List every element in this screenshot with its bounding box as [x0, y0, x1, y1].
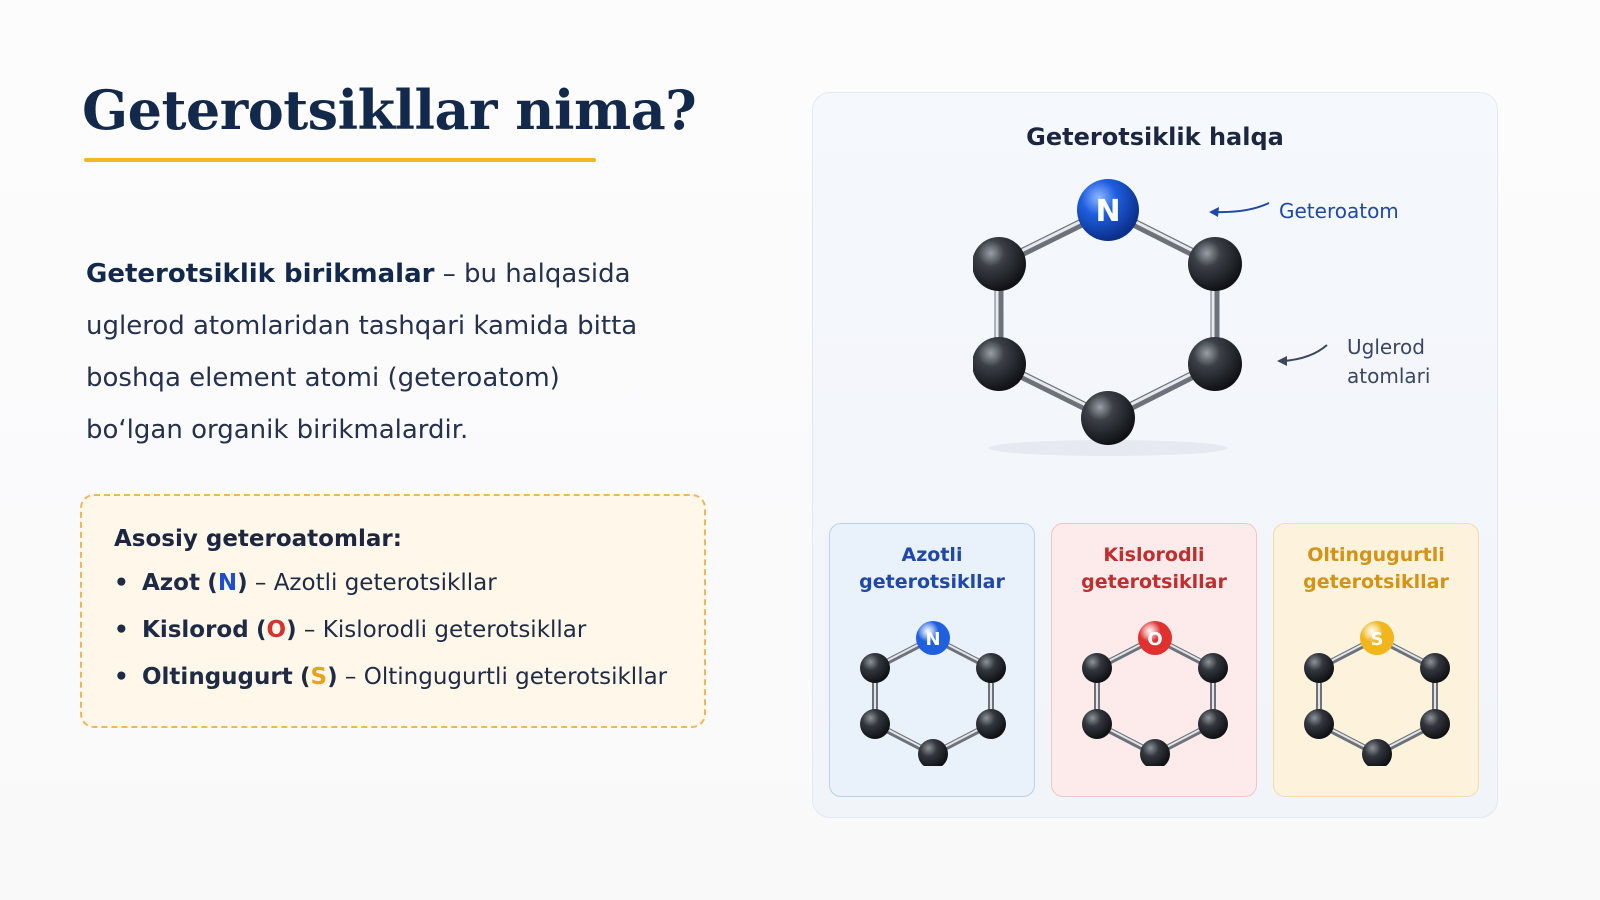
carbon-atom [1140, 739, 1170, 766]
intro-line-3: boshqa element atomi (geteroatom) [86, 363, 560, 393]
carbon-atom [1188, 237, 1242, 291]
carbon-arrow-icon [1277, 344, 1328, 366]
heterocycle-ring-diagram: N [973, 179, 1270, 456]
carbon-atom [976, 653, 1006, 683]
carbon-atom [1082, 653, 1112, 683]
atom-symbol-o: O [266, 617, 287, 643]
carbon-atom [1081, 391, 1135, 445]
atom-symbol-n: N [217, 570, 238, 596]
oxygen-ring-icon: O [1082, 621, 1228, 766]
heteroatom-label: N [925, 629, 940, 650]
carbon-atom [1420, 653, 1450, 683]
carbon-atom [976, 709, 1006, 739]
bullet-icon: • [114, 664, 129, 690]
heteroatoms-title: Asosiy geteroatomlar: [114, 526, 402, 552]
heteroatom [916, 621, 950, 655]
carbon-atom [1304, 709, 1334, 739]
title-underline [84, 158, 596, 162]
heteroatom-label: O [1147, 629, 1162, 650]
carbon-atom [918, 739, 948, 766]
atom-desc: Kislorodli geterotsikllar [322, 617, 587, 643]
atom-desc: Azotli geterotsikllar [273, 570, 497, 596]
atom-symbol-s: S [310, 664, 328, 690]
carbon-atom [860, 653, 890, 683]
list-item-nitrogen: • Azot (N) – Azotli geterotsikllar [114, 570, 497, 596]
page-title: Geterotsikllar nima? [82, 78, 697, 142]
atom-desc: Oltingugurtli geterotsikllar [363, 664, 668, 690]
bullet-icon: • [114, 570, 129, 596]
intro-line-4: bo‘lgan organik birikmalardir. [86, 415, 469, 445]
carbon-atom [1082, 709, 1112, 739]
carbon-atom [973, 237, 1026, 291]
atom-name: Azot [142, 570, 200, 596]
intro-term: Geterotsiklik birikmalar [86, 259, 435, 289]
list-item-oxygen: • Kislorod (O) – Kislorodli geterotsikll… [114, 617, 587, 643]
bullet-icon: • [114, 617, 129, 643]
carbon-atom [1198, 653, 1228, 683]
sulfur-ring-icon: S [1304, 621, 1450, 766]
card-title: Kislorodli geterotsikllar [1081, 544, 1227, 593]
card-sulfur-heterocycles: Oltingugurtli geterotsikllar S [1273, 523, 1479, 797]
panel-title: Geterotsiklik halqa [1026, 123, 1284, 151]
nitrogen-ring-icon: N [860, 621, 1006, 766]
card-title: Oltingugurtli geterotsikllar [1303, 544, 1449, 593]
main-atom-label: N [1095, 194, 1120, 229]
carbon-atom [973, 337, 1026, 391]
carbon-atom [860, 709, 890, 739]
intro-line-2: uglerod atomlaridan tashqari kamida bitt… [86, 311, 638, 341]
intro-line1-rest: – bu halqasida [434, 259, 631, 289]
carbon-atom [1420, 709, 1450, 739]
intro-paragraph: Geterotsiklik birikmalar – bu halqasida … [86, 248, 726, 456]
heteroatom-label: S [1371, 629, 1384, 650]
heteroatom-label: Geteroatom [1279, 199, 1399, 223]
card-title: Azotli geterotsikllar [859, 544, 1005, 593]
carbon-atom [1188, 337, 1242, 391]
atom-name: Kislorod [142, 617, 249, 643]
heteroatom [1138, 621, 1172, 655]
carbon-atom [1304, 653, 1334, 683]
atom-name: Oltingugurt [142, 664, 293, 690]
nitrogen-atom [1077, 179, 1139, 241]
carbon-atoms-label: Uglerod atomlari [1347, 335, 1431, 388]
card-nitrogen-heterocycles: Azotli geterotsikllar N [829, 523, 1035, 797]
heterocycle-cards: Azotli geterotsikllar N Kislorodli geter… [829, 523, 1483, 797]
heteroatom [1360, 621, 1394, 655]
heteroatom-arrow-icon [1214, 202, 1270, 214]
carbon-atom [1198, 709, 1228, 739]
card-oxygen-heterocycles: Kislorodli geterotsikllar O [1051, 523, 1257, 797]
ring-bonds [994, 205, 1220, 423]
intro-line-1: Geterotsiklik birikmalar – bu halqasida [86, 248, 726, 300]
heteroatoms-box: Asosiy geteroatomlar: • Azot (N) – Azotl… [80, 494, 706, 728]
ring-panel: Geterotsiklik halqa [812, 92, 1498, 818]
carbon-atom [1362, 739, 1392, 766]
list-item-sulfur: • Oltingugurt (S) – Oltingugurtli getero… [114, 664, 668, 690]
